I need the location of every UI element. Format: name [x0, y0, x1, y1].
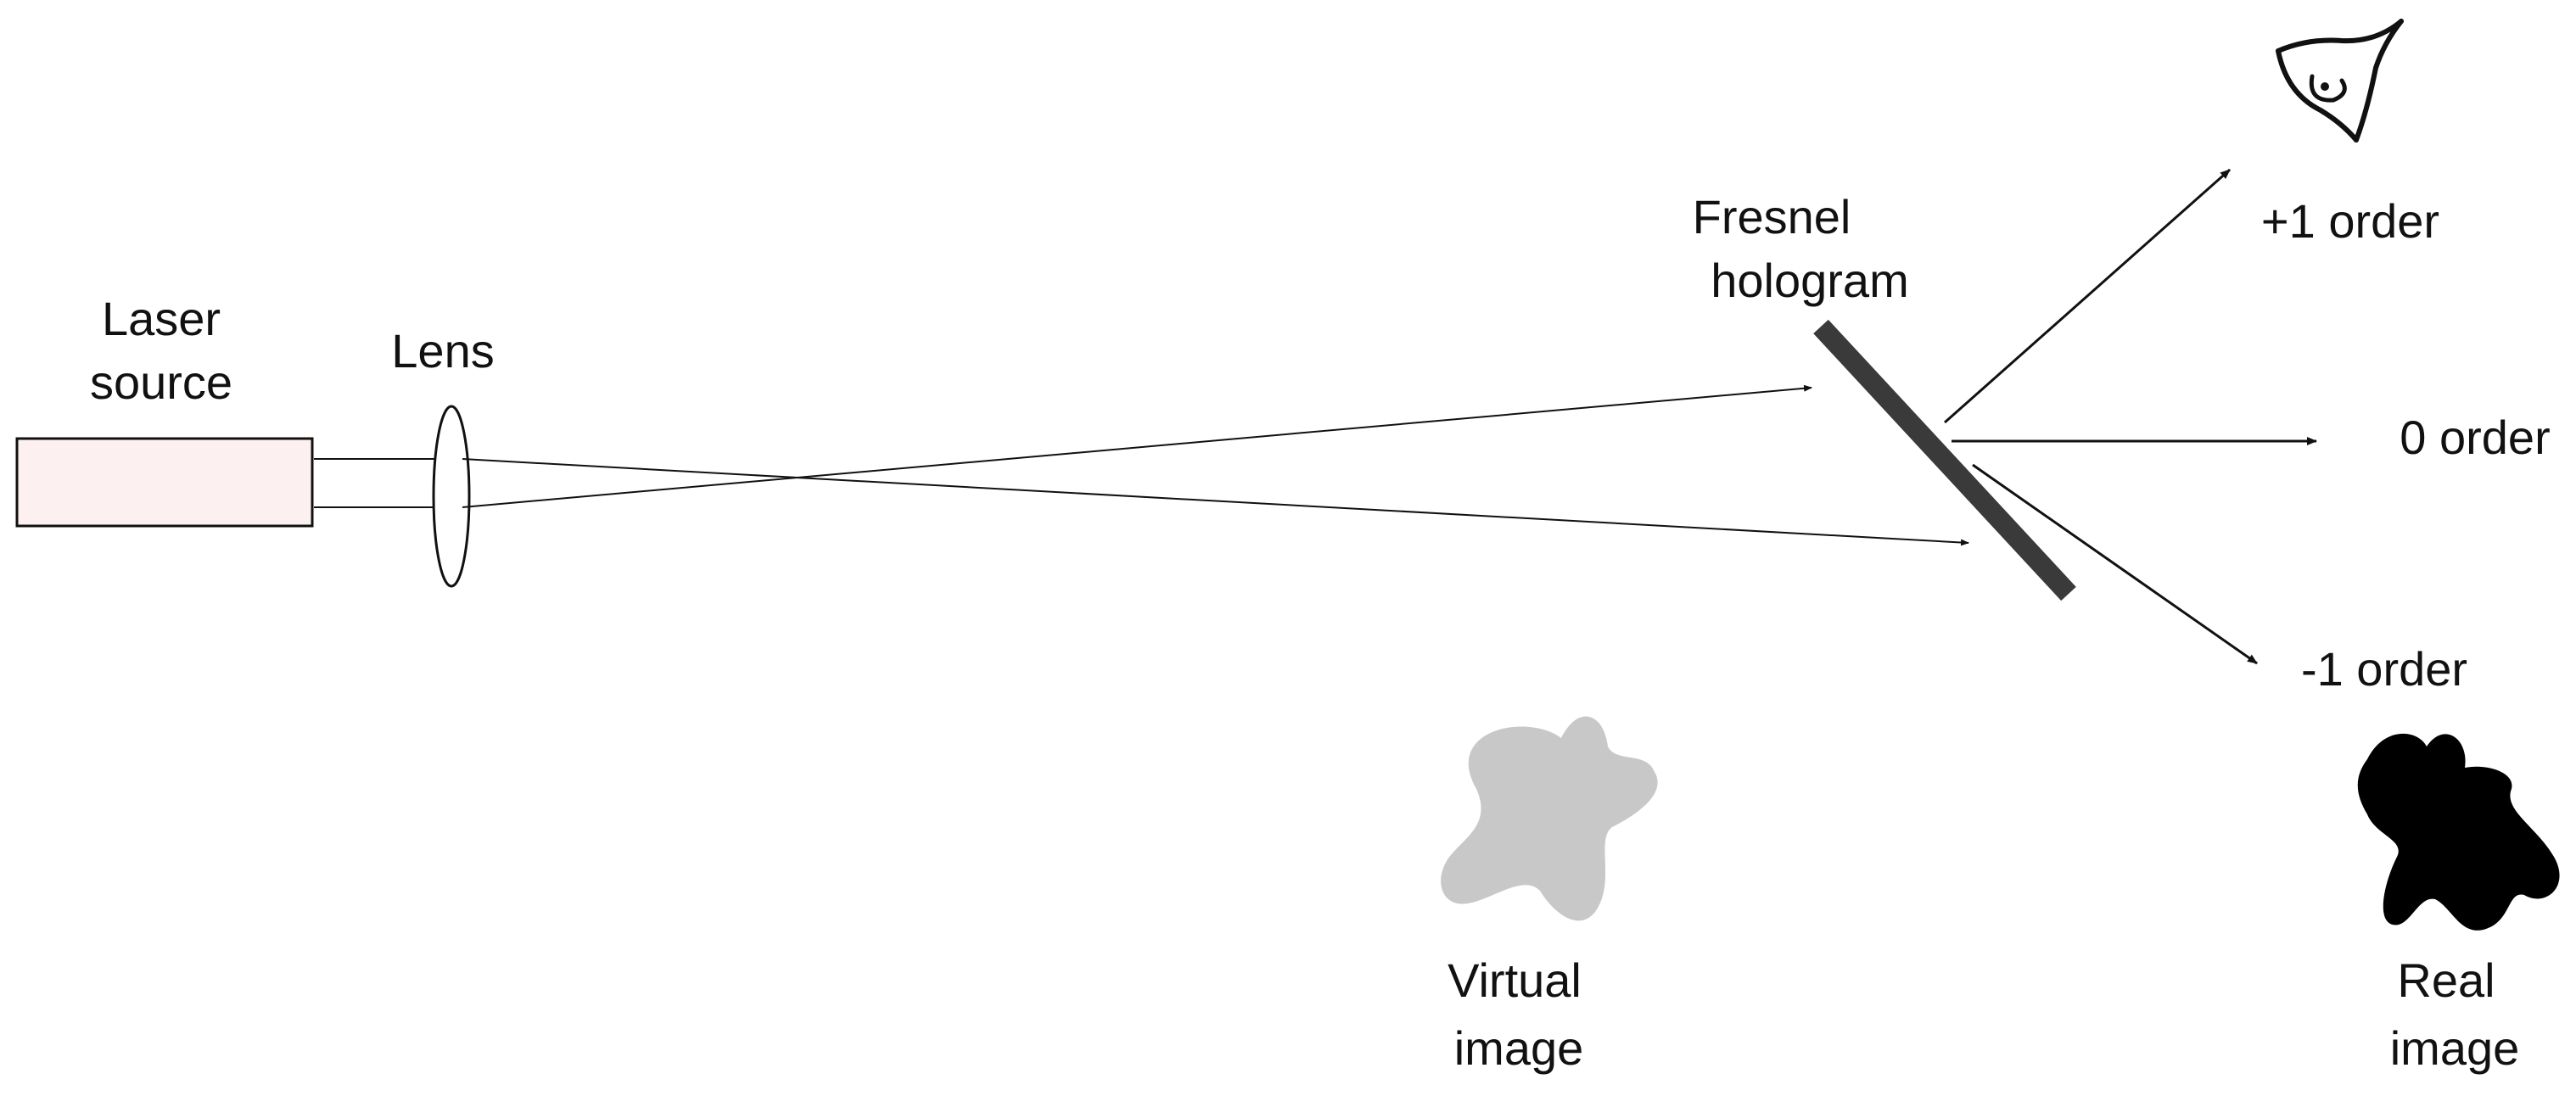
real-image-label-line2: image [2390, 1021, 2520, 1075]
plus1-order-label: +1 order [2261, 194, 2439, 248]
beam-upper-to-hologram [462, 458, 1969, 546]
beam-lower-to-hologram [462, 384, 1812, 508]
virtual-image-blob [1441, 716, 1658, 921]
fresnel-label-line2: hologram [1711, 254, 1908, 307]
eye-icon [2276, 19, 2404, 143]
lens [432, 405, 471, 588]
fresnel-label-line1: Fresnel [1693, 190, 1851, 243]
fresnel-hologram-plate [1813, 319, 2076, 601]
minus1-order-label: -1 order [2301, 642, 2467, 696]
real-image-label-line1: Real [2397, 953, 2495, 1007]
laser-label-line2: source [90, 355, 232, 409]
laser-label-line1: Laser [102, 292, 221, 345]
virtual-image-label-line1: Virtual [1448, 953, 1582, 1007]
virtual-image-label-line2: image [1454, 1021, 1584, 1075]
zero-order-label: 0 order [2400, 411, 2550, 464]
lens-label: Lens [391, 324, 494, 377]
minus1-order-arrow [1972, 463, 2258, 665]
real-image-blob [2357, 733, 2560, 931]
laser-source [15, 437, 314, 528]
plus1-order-arrow [1944, 168, 2231, 424]
